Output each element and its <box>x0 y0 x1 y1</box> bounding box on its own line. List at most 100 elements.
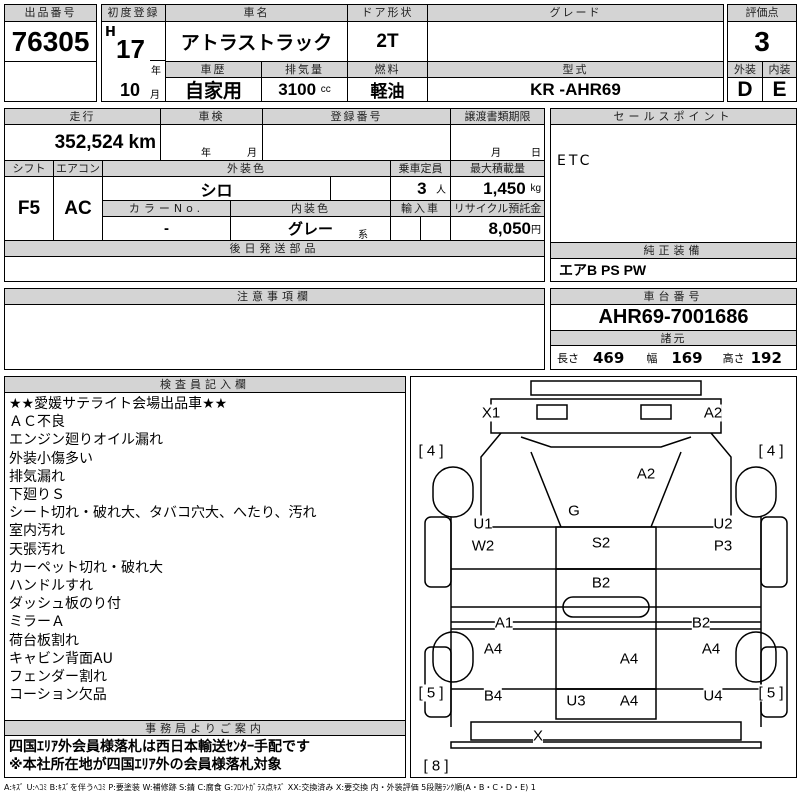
notes <box>4 304 545 370</box>
width: 169 <box>671 348 703 367</box>
height-label: 高さ <box>722 351 745 365</box>
inspection-year-unit: 年 <box>201 148 211 159</box>
damage-mark: U4 <box>703 687 723 705</box>
inspector-line: ★★愛媛サテライト会場出品車★★ <box>9 396 228 412</box>
office-label: 事務局よりご案内 <box>4 720 406 736</box>
plate-number <box>262 124 451 161</box>
model: KR -AHR69 <box>427 77 724 102</box>
color-no: - <box>102 216 231 241</box>
month: 10 <box>120 80 141 100</box>
length: 469 <box>593 348 625 367</box>
damage-mark: A1 <box>494 614 514 632</box>
chassis-number: AHR69-7001686 <box>550 304 797 331</box>
damage-mark: X1 <box>481 404 501 422</box>
shift-label: シフト <box>4 160 54 177</box>
fuel: 軽油 <box>347 77 428 102</box>
transfer-day-unit: 日 <box>531 148 541 159</box>
score-label: 評価点 <box>727 4 797 22</box>
displacement: 3100 cc <box>261 77 348 102</box>
max-load: 1,450 <box>483 178 526 198</box>
chassis-label: 車台番号 <box>550 288 797 305</box>
damage-mark: S2 <box>591 534 611 552</box>
damage-mark: [ 5 ] <box>418 684 444 702</box>
damage-mark: B2 <box>691 614 711 632</box>
import-label: 輸入車 <box>390 200 451 217</box>
inspector-line: ダッシュ板のり付 <box>9 596 121 613</box>
transfer-month-unit: 月 <box>491 148 501 159</box>
exterior-grade: D <box>727 77 763 102</box>
inspector-line: ミラーＡ <box>9 614 65 631</box>
damage-mark: W2 <box>471 537 495 555</box>
damage-mark: U1 <box>473 515 493 533</box>
equipment: エアB PS PW <box>550 258 797 282</box>
inspector-line: キャビン背面AU <box>9 650 113 667</box>
ac-label: エアコン <box>53 160 103 177</box>
damage-mark: P3 <box>713 537 733 555</box>
damage-mark: [ 8 ] <box>423 757 449 775</box>
grade-label: グレード <box>427 4 724 22</box>
damage-mark: A2 <box>636 465 656 483</box>
inspector-line: ＡＣ不良 <box>9 414 65 431</box>
inspector-line: 荷台板割れ <box>9 632 79 649</box>
equipment-label: 純正装備 <box>550 242 797 259</box>
year-unit: 年 <box>151 66 161 77</box>
damage-mark: U2 <box>713 515 733 533</box>
office-line: 四国ｴﾘｱ外会員様落札は西日本輸送ｾﾝﾀｰ手配です <box>9 739 310 755</box>
grade <box>427 21 724 62</box>
capacity: 3 <box>417 178 427 198</box>
inspector-label: 検査員記入欄 <box>4 376 406 393</box>
ext-color-extra <box>330 176 391 201</box>
displacement-value: 3100 <box>278 79 317 99</box>
mileage: 352,524 km <box>4 124 161 161</box>
lot-number: 76305 <box>4 21 97 62</box>
damage-mark: B2 <box>591 574 611 592</box>
inspector-line: エンジン廻りオイル漏れ <box>9 432 163 449</box>
ext-color: シロ <box>102 176 331 201</box>
damage-mark: A4 <box>619 650 639 668</box>
history: 自家用 <box>165 77 262 102</box>
inspector-line: 室内汚れ <box>9 523 65 540</box>
specs-row: 長さ 469 幅 169 高さ 192 <box>550 345 797 370</box>
inspector-line: カーペット切れ・破れ大 <box>9 559 163 576</box>
first-reg-box: H 17 年 10 月 <box>101 21 166 102</box>
import-cell <box>390 216 421 241</box>
later-parts-label: 後日発送部品 <box>4 240 545 257</box>
sales-point-box: ETC <box>550 124 797 243</box>
capacity-label: 乗車定員 <box>390 160 451 177</box>
era: H <box>105 25 116 40</box>
damage-mark: X <box>532 727 544 745</box>
damage-mark: A4 <box>483 640 503 658</box>
damage-mark: [ 5 ] <box>758 684 784 702</box>
inspector-line: シート切れ・破れ大、タバコ穴大、へたり、汚れ <box>9 505 317 522</box>
damage-mark: G <box>568 502 580 520</box>
ext-color-label: 外装色 <box>102 160 391 177</box>
sales-point: ETC <box>557 153 593 169</box>
int-color-suffix: 系 <box>358 230 368 241</box>
sales-point-label: セールスポイント <box>550 108 797 125</box>
legend: A:ｷｽﾞ U:ﾍｺﾐ B:ｷｽﾞを伴うﾍｺﾐ P:要塗装 W:補修跡 S:錆 … <box>4 783 536 792</box>
truck-outline-icon <box>424 380 788 749</box>
recycle-label: リサイクル預託金 <box>450 200 545 217</box>
ac: AC <box>53 176 103 241</box>
inspector-line: フェンダー割れ <box>9 669 107 686</box>
displacement-unit: cc <box>320 84 331 95</box>
capacity-unit: 人 <box>436 185 446 196</box>
office-line: ※本社所在地が四国ｴﾘｱ外の会員様落札対象 <box>9 757 282 773</box>
damage-mark: A4 <box>619 692 639 710</box>
damage-mark: B4 <box>483 687 503 705</box>
max-load-label: 最大積載量 <box>450 160 545 177</box>
first-reg-label: 初度登録 <box>101 4 166 22</box>
recycle-unit: 円 <box>531 225 541 236</box>
damage-mark: [ 4 ] <box>418 442 444 460</box>
score: 3 <box>727 21 797 62</box>
transfer-box: 月日 <box>450 124 545 161</box>
divider <box>150 60 166 61</box>
color-no-label: カラーNo. <box>102 200 231 217</box>
damage-mark: A4 <box>701 640 721 658</box>
model-label: 型式 <box>427 61 724 78</box>
lot-label: 出品番号 <box>4 4 97 22</box>
transfer-label: 譲渡書類期限 <box>450 108 545 125</box>
month-unit: 月 <box>150 90 160 101</box>
door-type: 2T <box>347 21 428 62</box>
int-color-label: 内装色 <box>230 200 391 217</box>
